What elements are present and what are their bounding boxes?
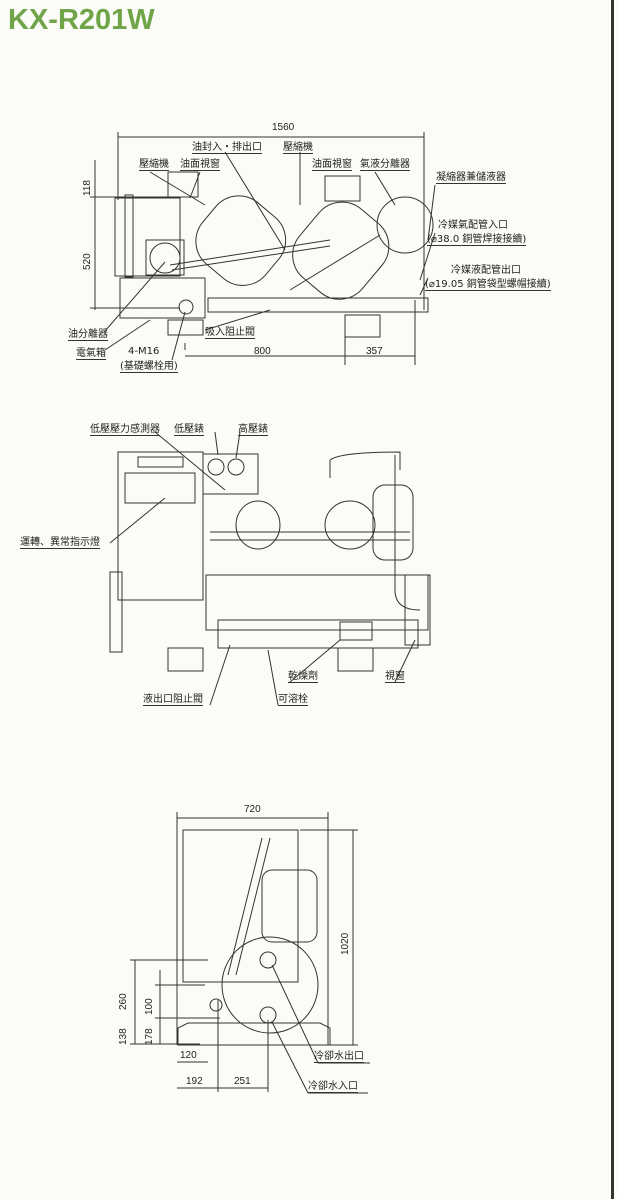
dim-251: 251 xyxy=(234,1076,251,1087)
compressor-1 xyxy=(235,500,281,550)
dim-357: 357 xyxy=(366,346,383,357)
label-fusible-plug: 可溶栓 xyxy=(278,694,308,706)
label-oil-port: 油封入・排出口 xyxy=(192,142,262,154)
label-suction-valve: 吸入阻止閥 xyxy=(205,327,255,339)
label-gas-inlet: 冷媒氣配管入口 xyxy=(438,220,508,231)
label-separator: 氣液分離器 xyxy=(360,159,410,171)
base xyxy=(177,1022,331,1046)
compressor-2 xyxy=(324,500,376,550)
label-electric-box: 電氣箱 xyxy=(76,348,106,360)
label-liquid-outlet-spec: (⌀19.05 銅管袋型螺帽接續) xyxy=(425,279,551,291)
dim-1020: 1020 xyxy=(340,932,351,955)
dim-width-1560: 1560 xyxy=(272,122,295,133)
label-lp-sensor: 低壓壓力感測器 xyxy=(90,424,160,436)
compressor-left xyxy=(195,195,287,286)
gas-liquid-separator xyxy=(376,196,434,254)
dim-800: 800 xyxy=(254,346,271,357)
model-title: KX-R201W xyxy=(8,4,155,36)
label-indicator: 運轉、異常指示燈 xyxy=(20,537,100,549)
dim-192: 192 xyxy=(186,1076,203,1087)
water-outlet xyxy=(259,951,277,969)
label-liquid-valve: 液出口阻止閥 xyxy=(143,694,203,706)
dryer xyxy=(339,621,373,641)
condenser-shell xyxy=(114,197,181,277)
receiver-tank xyxy=(261,869,318,943)
dim-118: 118 xyxy=(82,180,93,196)
label-sight-glass: 視窗 xyxy=(385,671,405,683)
dim-720: 720 xyxy=(244,804,261,815)
label-lp-gauge: 低壓錶 xyxy=(174,424,204,436)
electric-box xyxy=(119,277,206,319)
control-panel xyxy=(117,451,204,601)
label-water-out: 冷卻水出口 xyxy=(314,1051,364,1063)
dim-100: 100 xyxy=(144,998,155,1015)
label-bolt-use: (基礎螺栓用) xyxy=(120,361,178,373)
page-edge xyxy=(611,0,614,1199)
dim-520: 520 xyxy=(82,253,93,270)
dim-260: 260 xyxy=(118,993,129,1010)
frame xyxy=(182,829,299,983)
label-water-in: 冷卻水入口 xyxy=(308,1081,358,1093)
label-oil-window-left: 油面視窗 xyxy=(180,159,220,171)
label-compressor-left: 壓縮機 xyxy=(139,159,169,171)
high-pressure-gauge xyxy=(227,458,245,476)
label-gas-inlet-spec: (⌀38.0 銅管焊接接續) xyxy=(427,234,527,246)
side-view-drawing xyxy=(130,812,370,1094)
bolt-hole xyxy=(178,299,194,315)
label-condenser: 凝縮器兼儲液器 xyxy=(436,172,506,184)
dim-120: 120 xyxy=(180,1050,197,1061)
label-oil-window-right: 油面視窗 xyxy=(312,159,352,171)
dim-138: 138 xyxy=(118,1028,129,1045)
label-dryer: 乾燥劑 xyxy=(288,671,318,683)
compressor-right xyxy=(292,201,390,300)
label-compressor-right: 壓縮機 xyxy=(283,142,313,154)
top-view-drawing xyxy=(90,132,436,365)
dim-178: 178 xyxy=(144,1028,155,1045)
label-liquid-outlet: 冷媒液配管出口 xyxy=(451,265,521,276)
label-bolt: 4-M16 xyxy=(128,346,160,357)
low-pressure-gauge xyxy=(207,458,225,476)
water-header-plate xyxy=(221,936,319,1034)
label-oil-separator: 油分離器 xyxy=(68,329,108,341)
label-hp-gauge: 高壓錶 xyxy=(238,424,268,436)
front-view-drawing xyxy=(109,431,431,706)
